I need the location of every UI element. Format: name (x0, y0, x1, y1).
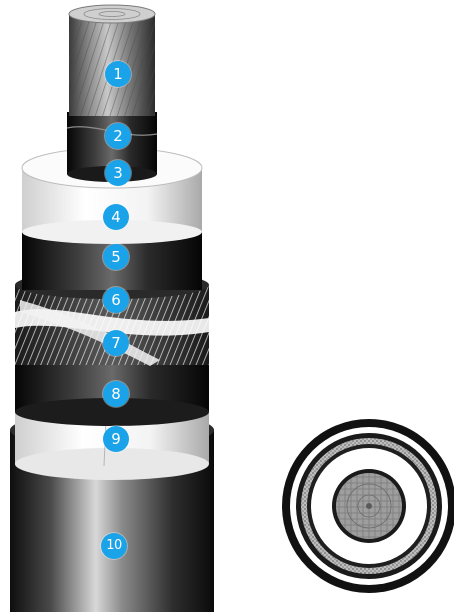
layer-marker-6: 6 (103, 287, 129, 313)
layer-marker-3: 3 (105, 160, 131, 186)
layer-marker-2: 2 (105, 123, 131, 149)
conductor (69, 5, 155, 116)
layer-marker-10: 10 (101, 533, 127, 559)
layer-marker-8: 8 (103, 381, 129, 407)
layer-marker-9: 9 (103, 426, 129, 452)
layer-marker-7: 7 (103, 330, 129, 356)
layer-marker-5: 5 (103, 244, 129, 270)
cable-cross-section (282, 419, 454, 593)
layer-marker-1: 1 (105, 61, 131, 87)
layer-marker-4: 4 (103, 204, 129, 230)
